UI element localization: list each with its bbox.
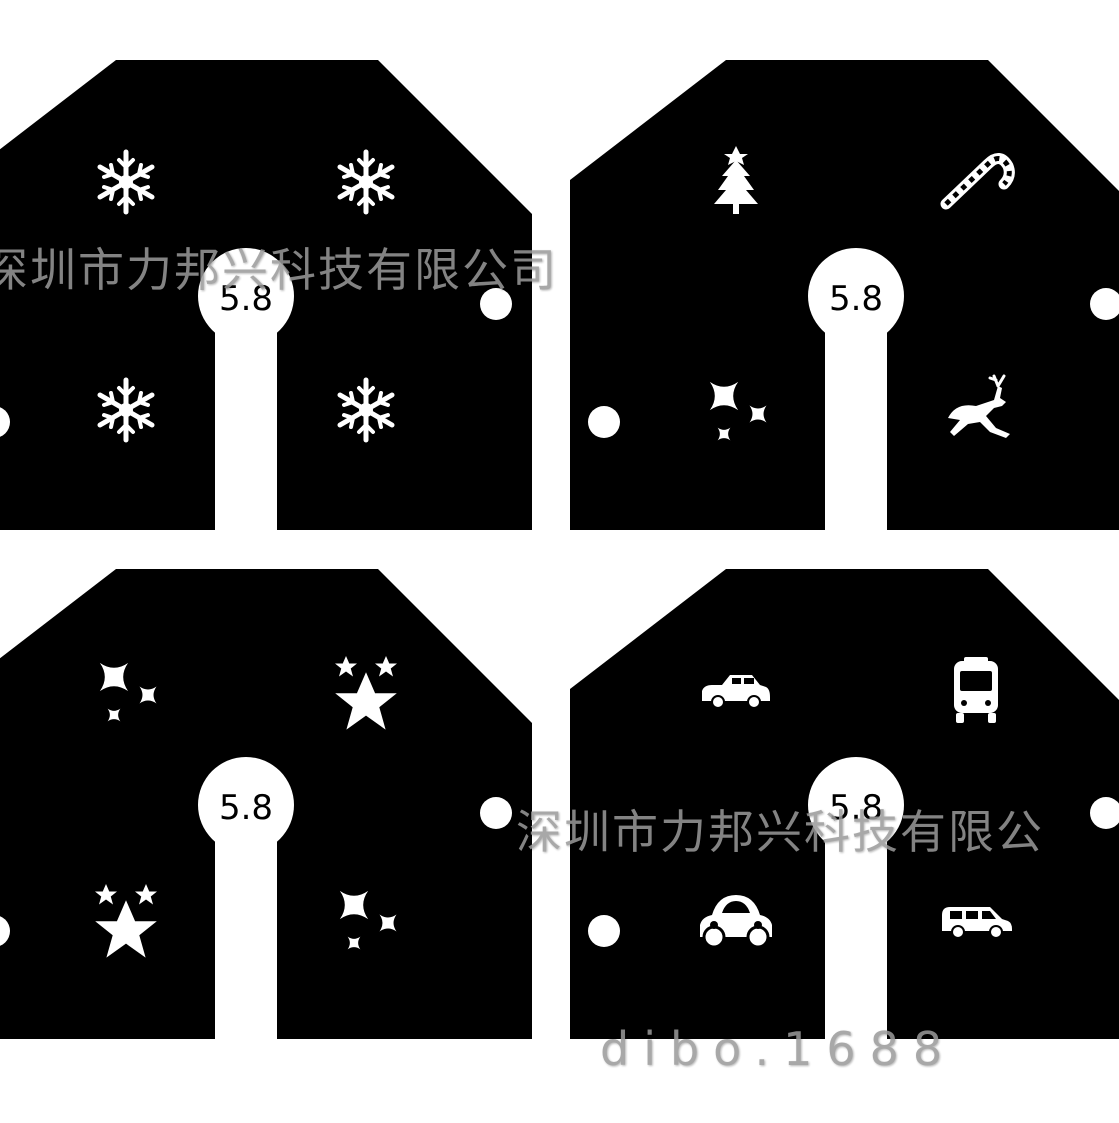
registration-hole xyxy=(1090,288,1119,320)
card-label: 5.8 xyxy=(829,279,883,319)
suv-icon xyxy=(942,907,1012,939)
registration-hole xyxy=(1090,797,1119,829)
card-label: 5.8 xyxy=(219,788,273,828)
car-icon xyxy=(702,675,770,709)
label-circle xyxy=(198,248,294,344)
bus-icon xyxy=(954,657,998,723)
christmas-tree-icon xyxy=(714,146,758,214)
label-circle xyxy=(808,757,904,853)
registration-hole xyxy=(0,916,10,946)
registration-hole xyxy=(588,915,620,947)
gobo-card: 5.8 xyxy=(570,569,1119,1044)
watermark-text-2: 深圳市力邦兴科技有限公 xyxy=(516,805,1044,859)
label-circle xyxy=(808,248,904,344)
registration-hole xyxy=(480,797,512,829)
gobo-card: 5.8 xyxy=(570,60,1119,535)
candy-cane-icon xyxy=(940,153,1015,210)
card-label: 5.8 xyxy=(219,279,273,319)
gobo-card: 5.8 xyxy=(0,60,532,535)
label-circle xyxy=(198,757,294,853)
gobo-card: 5.8 xyxy=(0,569,532,1044)
reindeer-icon xyxy=(948,374,1010,438)
registration-hole xyxy=(0,407,10,437)
registration-hole xyxy=(588,406,620,438)
watermark-text-3: dibo.1688 xyxy=(600,1022,957,1076)
beetle-car-icon xyxy=(700,895,772,949)
watermark-text-1: 深圳市力邦兴科技有限公司 xyxy=(0,243,558,297)
card-label: 5.8 xyxy=(829,788,883,828)
registration-hole xyxy=(480,288,512,320)
